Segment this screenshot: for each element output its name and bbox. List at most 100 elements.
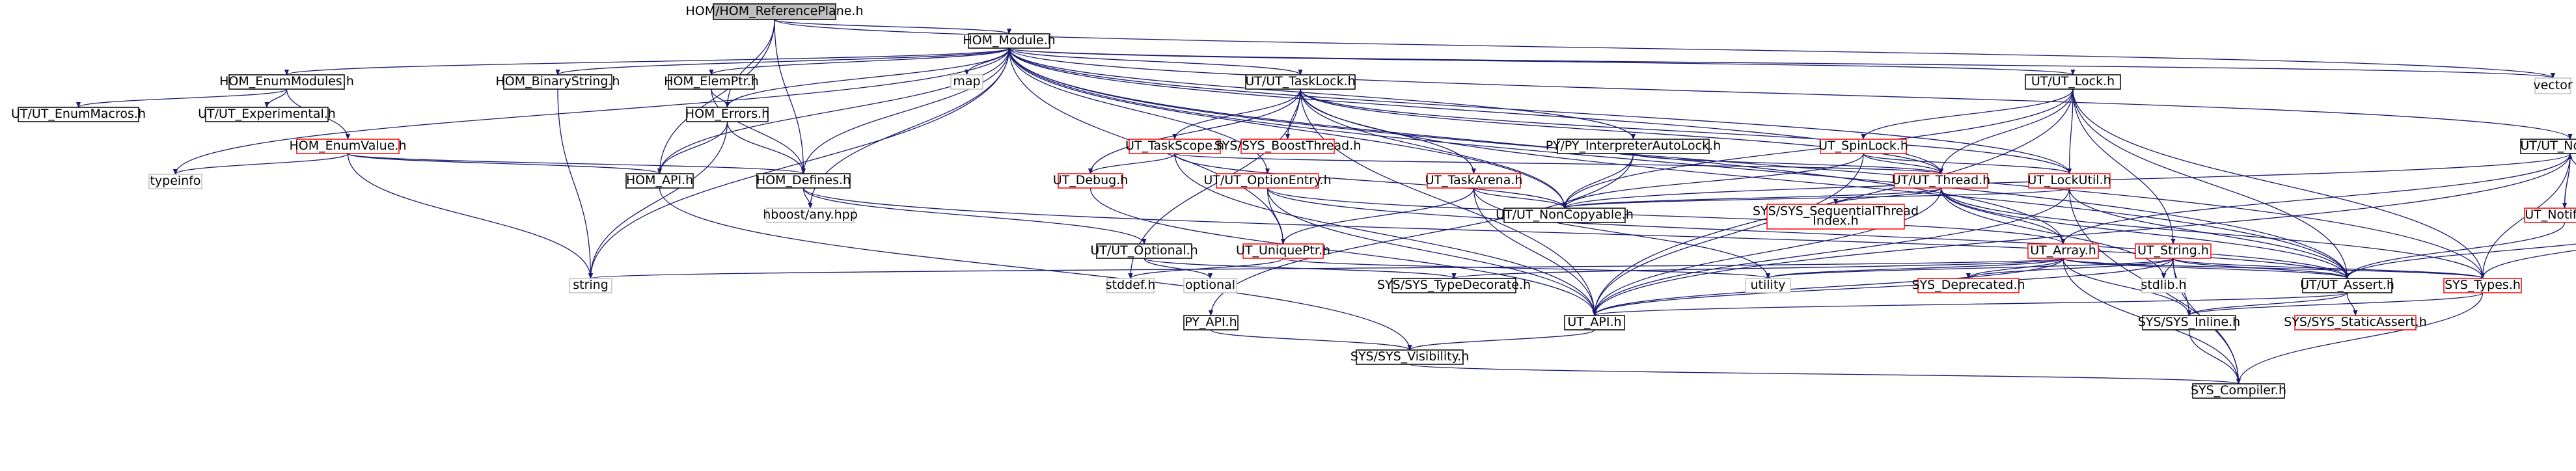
node-ut-array[interactable]: UT_Array.h: [2027, 243, 2099, 259]
edge-ut_uniqueptr-to-utility: [1282, 258, 1770, 279]
node-vector: vector: [2533, 77, 2573, 94]
node-stdlib: stdlib.h: [2141, 278, 2187, 293]
node-ut-api[interactable]: UT_API.h: [1564, 315, 1625, 330]
edge-py_interpreterautolock-to-ut_thread: [1632, 153, 1943, 174]
node-hom-api[interactable]: HOM_API.h: [625, 173, 694, 189]
node-label: UT_TaskArena.h: [1425, 173, 1523, 187]
node-ut-enummacros[interactable]: UT/UT_EnumMacros.h: [11, 107, 146, 122]
node-ut-string[interactable]: UT_String.h: [2135, 243, 2212, 259]
edge-hom_module-to-hom_binarystring: [555, 47, 1010, 75]
edge-ut_spinlock-to-ut_lockutil: [1863, 153, 2072, 174]
edge-ut_string-to-ut_assert: [2172, 258, 2350, 279]
node-ut-noncopyable[interactable]: UT/UT_NonCopyable.h: [1496, 208, 1634, 223]
node-ut-notifier[interactable]: UT/UT_Notifier.h: [2520, 139, 2576, 154]
node-sys-staticassert[interactable]: SYS/SYS_StaticAssert.h: [2284, 315, 2427, 330]
node-label: map: [953, 74, 980, 88]
edge-ut_api-to-sys_visibility: [1407, 329, 1595, 351]
node-label: HOM_EnumValue.h: [290, 139, 407, 153]
edge-sys_types-to-sys_compiler: [2236, 292, 2484, 384]
node-label: HOM_ElemPtr.h: [664, 74, 759, 88]
edge-ut_spinlock-to-ut_api: [1592, 153, 1864, 316]
node-label: UT/UT_Assert.h: [2300, 278, 2394, 292]
node-label: UT_UniquePtr.h: [1236, 243, 1330, 258]
node-label: UT_String.h: [2137, 243, 2209, 258]
edge-py_api-to-sys_visibility: [1210, 329, 1412, 351]
edge-ut_spinlock-to-ut_noncopyable: [1562, 153, 1864, 209]
edge-ut_tasklock-to-sys_boostthread: [1285, 88, 1301, 140]
node-ut-thread[interactable]: UT/UT_Thread.h: [1892, 173, 1990, 189]
node-label: UT/UT_Notifier.h: [2520, 139, 2576, 153]
node-ut-tasklock[interactable]: UT/UT_TaskLock.h: [1245, 74, 1356, 90]
edge-hom_module-to-hom_api: [657, 47, 1010, 174]
node-ut-experimental[interactable]: UT/UT_Experimental.h: [198, 107, 336, 122]
edge-hom_enumvalue-to-typeinfo: [173, 153, 349, 175]
edge-root-to-vector: [774, 19, 2555, 79]
node-ut-lockutil[interactable]: UT_LockUtil.h: [2027, 173, 2111, 189]
node-hom-errors[interactable]: HOM_Errors.h: [685, 107, 769, 122]
node-label: stddef.h: [1106, 278, 1156, 292]
node-label: SYS/SYS_BoostThread.h: [1214, 139, 1362, 153]
edge-ut_lockutil-to-ut_noncopyable: [1562, 187, 2070, 209]
edge-ut_tasklock-to-ut_assert: [1300, 88, 2350, 279]
edge-hom_defines-to-hboost_any: [802, 187, 813, 209]
node-ut-optionentry[interactable]: UT/UT_OptionEntry.h: [1203, 173, 1332, 189]
edge-ut_notifier_c-to-ut_notifier: [2564, 153, 2573, 209]
edge-ut_string-to-ut_api: [1592, 258, 2174, 316]
node-sys-compiler[interactable]: SYS_Compiler.h: [2191, 383, 2286, 399]
node-ut-uniqueptr[interactable]: UT_UniquePtr.h: [1236, 243, 1330, 259]
node-ut-taskarena[interactable]: UT_TaskArena.h: [1425, 173, 1523, 189]
edge-ut_lock-to-sys_types: [2072, 88, 2486, 279]
node-ut-debug[interactable]: UT_Debug.h: [1053, 173, 1129, 189]
node-ut-taskscope[interactable]: UT_TaskScope.h: [1125, 139, 1224, 154]
edge-hom_elemptr-to-hom_errors: [711, 88, 730, 108]
node-hom-binarystring[interactable]: HOM_BinaryString.h: [496, 74, 620, 90]
edge-hom_module-to-hom_enummodules: [284, 47, 1010, 75]
edge-ut_functor-to-sys_types: [2480, 250, 2576, 279]
edge-ut_taskscope-to-ut_debug: [1088, 153, 1175, 174]
node-sys-deprecated[interactable]: SYS_Deprecated.h: [1911, 278, 2025, 293]
node-label: UT/UT_TaskLock.h: [1245, 74, 1355, 88]
node-py-interpreterautolock[interactable]: PY/PY_InterpreterAutoLock.h: [1546, 139, 1721, 154]
node-py-api[interactable]: PY_API.h: [1183, 315, 1239, 330]
edge-hom_defines-to-ut_optional: [802, 187, 1147, 245]
node-sys-inline[interactable]: SYS/SYS_Inline.h: [2138, 315, 2240, 330]
node-stddef: stddef.h: [1106, 278, 1156, 293]
node-sys-types[interactable]: SYS_Types.h: [2443, 278, 2522, 293]
edge-ut_thread-to-sys_types: [1940, 187, 2486, 279]
edge-hom_module-to-ut_assert: [1008, 47, 2350, 279]
edge-ut_uniqueptr-to-stddef: [1128, 258, 1284, 279]
edge-hom_module-to-ut_lockutil: [1008, 47, 2072, 174]
node-ut-notifier-c[interactable]: UT_Notifier.C: [2524, 208, 2576, 223]
node-hom-elemptr[interactable]: HOM_ElemPtr.h: [664, 74, 759, 90]
node-hom-enumvalue[interactable]: HOM_EnumValue.h: [290, 139, 407, 154]
node-root[interactable]: HOM/HOM_ReferencePlane.h: [685, 3, 864, 20]
node-hom-module[interactable]: HOM_Module.h: [963, 33, 1056, 49]
edge-hom_module-to-hom_elemptr: [709, 47, 1010, 75]
node-hom-defines[interactable]: HOM_Defines.h: [756, 173, 851, 189]
node-label: utility: [1750, 278, 1785, 292]
node-label: hboost/any.hpp: [763, 208, 858, 222]
node-sys-visibility[interactable]: SYS/SYS_Visibility.h: [1350, 349, 1469, 365]
node-ut-lock[interactable]: UT/UT_Lock.h: [2025, 74, 2121, 90]
edge-hom_module-to-py_interpreterautolock: [1008, 47, 1636, 140]
edge-ut_taskarena-to-ut_noncopyable: [1473, 187, 1567, 209]
node-ut-spinlock[interactable]: UT_SpinLock.h: [1818, 139, 1908, 154]
node-sys-typedecorate[interactable]: SYS/SYS_TypeDecorate.h: [1377, 278, 1531, 293]
edge-ut_tasklock-to-ut_debug: [1088, 88, 1301, 174]
node-ut-assert[interactable]: UT/UT_Assert.h: [2300, 278, 2394, 293]
node-sys-boostthread[interactable]: SYS/SYS_BoostThread.h: [1214, 139, 1362, 154]
edge-ut_string-to-sys_deprecated: [1966, 258, 2174, 279]
node-ut-optional[interactable]: UT/UT_Optional.h: [1090, 243, 1198, 259]
edge-root-to-hom_module: [774, 19, 1011, 34]
node-hom-enummodules[interactable]: HOM_EnumModules.h: [219, 74, 354, 90]
edge-ut_array-to-sys_deprecated: [1966, 258, 2064, 279]
edge-ut_optionentry-to-ut_array: [1267, 187, 2066, 245]
edge-hom_module-to-hom_errors: [724, 47, 1010, 108]
edge-hom_errors-to-string: [588, 121, 728, 279]
node-label: UT/UT_Optional.h: [1090, 243, 1198, 258]
edge-ut_taskscope-to-ut_noncopyable: [1174, 153, 1567, 209]
edge-ut_tasklock-to-ut_thread: [1300, 88, 1943, 174]
edge-hom_module-to-string: [588, 47, 1010, 279]
